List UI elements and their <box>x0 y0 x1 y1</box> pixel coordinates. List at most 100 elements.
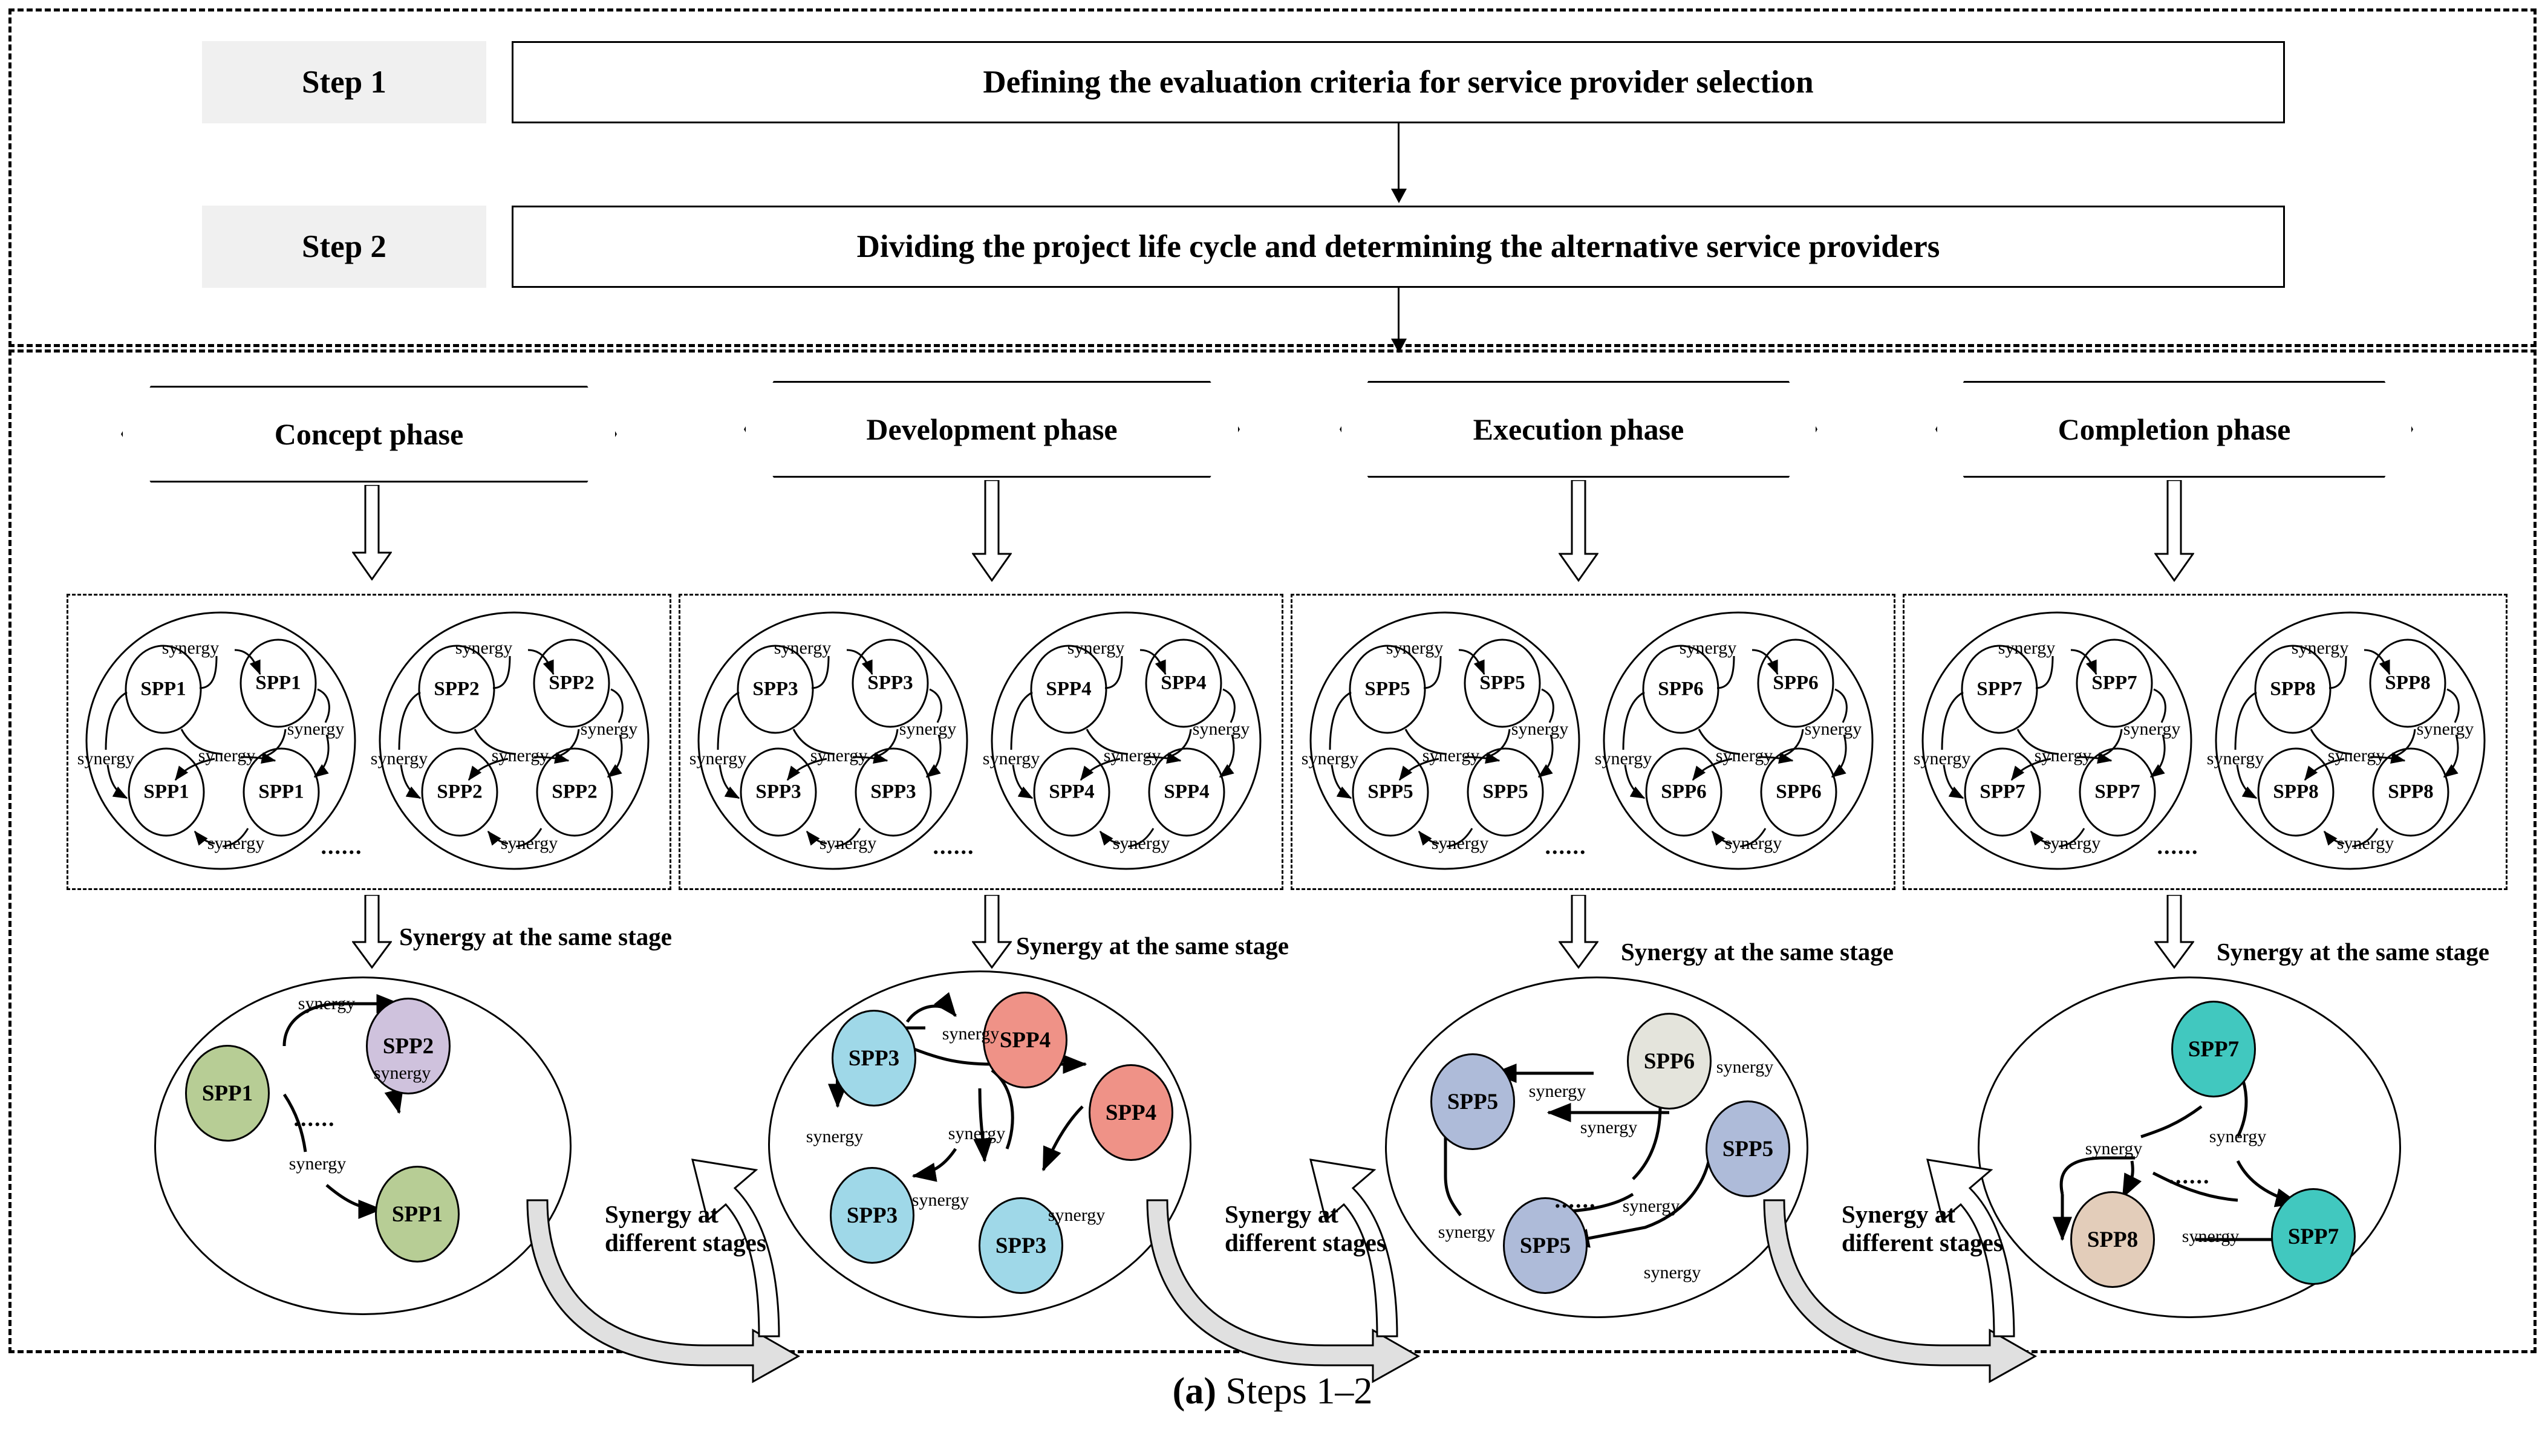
synergy-label: synergy <box>1431 833 1489 853</box>
caption-prefix: (a) <box>1172 1371 1216 1412</box>
summary-node-development-3: SPP4 <box>1089 1064 1173 1161</box>
synergy-label: synergy <box>2209 1126 2267 1146</box>
block-arrow-execution-down <box>1559 480 1598 582</box>
synergy-label: synergy <box>899 719 957 739</box>
summary-node-development-1: SPP3 <box>832 1010 916 1107</box>
ellipsis: ...... <box>1545 834 1587 859</box>
cluster-node-label: SPP2 <box>549 672 595 694</box>
summary-node-label: SPP5 <box>1722 1136 1774 1162</box>
synergy-label: synergy <box>1679 638 1737 658</box>
cluster-node-label: SPP1 <box>258 781 304 803</box>
diff-stage-line1: Synergy at <box>1225 1200 1338 1228</box>
synergy-label: synergy <box>1528 1081 1586 1101</box>
summary-node-completion-2: SPP8 <box>2070 1191 2155 1288</box>
cluster-node-label: SPP3 <box>867 672 913 694</box>
ellipsis: ...... <box>1554 1188 1597 1213</box>
summary-node-concept-1: SPP1 <box>185 1045 270 1142</box>
synergy-label: synergy <box>298 993 356 1013</box>
cluster-node-label: SPP5 <box>1364 678 1410 700</box>
ellipsis: ...... <box>293 1106 336 1131</box>
same-stage-caption-completion: Synergy at the same stage <box>2217 938 2489 966</box>
synergy-label: synergy <box>942 1024 1000 1044</box>
diff-stage-line2: different stages <box>605 1229 766 1257</box>
summary-node-execution-3: SPP5 <box>1706 1100 1790 1197</box>
synergy-label: synergy <box>287 719 345 739</box>
synergy-label: synergy <box>1103 746 1161 765</box>
synergy-label: synergy <box>1192 719 1250 739</box>
synergy-label: synergy <box>911 1190 969 1210</box>
synergy-label: synergy <box>1724 833 1782 853</box>
cluster-node-label: SPP4 <box>1161 672 1207 694</box>
cluster-node-label: SPP2 <box>552 781 598 803</box>
cluster-node-label: SPP1 <box>255 672 301 694</box>
block-arrow-development-down <box>972 480 1012 582</box>
step-2-label: Step 2 <box>202 206 486 288</box>
cluster-node-label: SPP5 <box>1479 672 1525 694</box>
synergy-label: synergy <box>774 638 832 658</box>
synergy-label: synergy <box>1622 1196 1680 1216</box>
synergy-label: synergy <box>2327 746 2385 765</box>
synergy-label: synergy <box>689 749 747 769</box>
phase-banner-execution: Execution phase <box>1340 381 1817 478</box>
cluster-box-completion <box>1903 594 2508 890</box>
synergy-label: synergy <box>1715 746 1773 765</box>
cluster-node-label: SPP7 <box>2091 672 2137 694</box>
summary-node-label: SPP7 <box>2188 1036 2240 1062</box>
synergy-label: synergy <box>2291 638 2349 658</box>
synergy-label: synergy <box>491 746 549 765</box>
cluster-node-label: SPP6 <box>1776 781 1822 803</box>
synergy-label: synergy <box>2085 1139 2143 1159</box>
synergy-label: synergy <box>2206 749 2264 769</box>
step1-to-step2-line <box>1398 123 1400 191</box>
synergy-label: synergy <box>1301 749 1359 769</box>
summary-node-label: SPP4 <box>1105 1100 1157 1125</box>
synergy-label: synergy <box>2416 719 2474 739</box>
synergy-label: synergy <box>580 719 638 739</box>
cluster-box-execution <box>1291 594 1895 890</box>
cluster-node-label: SPP8 <box>2385 672 2431 694</box>
summary-node-label: SPP1 <box>201 1081 253 1106</box>
summary-node-development-4: SPP3 <box>830 1167 914 1264</box>
cluster-node-label: SPP6 <box>1661 781 1707 803</box>
summary-node-completion-3: SPP7 <box>2271 1188 2356 1285</box>
cluster-node-label: SPP1 <box>143 781 189 803</box>
ellipsis: ...... <box>2168 1163 2211 1189</box>
synergy-label: synergy <box>1580 1117 1638 1137</box>
summary-node-label: SPP3 <box>846 1203 898 1228</box>
summary-node-label: SPP1 <box>391 1201 443 1227</box>
phase-banner-development: Development phase <box>744 381 1240 478</box>
summary-node-completion-1: SPP7 <box>2171 1001 2256 1097</box>
block-arrow-concept-down <box>352 485 392 580</box>
cluster-node-label: SPP5 <box>1367 781 1413 803</box>
synergy-label: synergy <box>198 746 256 765</box>
synergy-label: synergy <box>982 749 1040 769</box>
cluster-node-label: SPP7 <box>1980 781 2025 803</box>
cluster-node-label: SPP8 <box>2270 678 2316 700</box>
synergy-label: synergy <box>2034 746 2092 765</box>
summary-node-development-2: SPP4 <box>983 992 1067 1088</box>
cluster-node-label: SPP2 <box>437 781 483 803</box>
cluster-node-label: SPP3 <box>870 781 916 803</box>
summary-ellipse-concept <box>154 977 572 1315</box>
cluster-node-label: SPP3 <box>755 781 801 803</box>
synergy-label: synergy <box>1048 1205 1106 1225</box>
synergy-label: synergy <box>1067 638 1125 658</box>
summary-node-label: SPP7 <box>2287 1224 2339 1249</box>
cluster-node-label: SPP7 <box>2094 781 2140 803</box>
summary-node-label: SPP8 <box>2087 1227 2139 1252</box>
block-arrow-concept-summary <box>352 895 392 969</box>
block-arrow-completion-down <box>2154 480 2194 582</box>
cluster-node-label: SPP4 <box>1049 781 1095 803</box>
synergy-label: synergy <box>207 833 265 853</box>
block-arrow-execution-summary <box>1559 895 1598 969</box>
synergy-label: synergy <box>1998 638 2056 658</box>
step-1-box: Defining the evaluation criteria for ser… <box>512 41 2285 123</box>
steps-panel <box>8 8 2537 347</box>
cluster-node-label: SPP8 <box>2273 781 2319 803</box>
different-stage-caption-3: Synergy at different stages <box>1842 1200 2003 1257</box>
summary-node-label: SPP5 <box>1447 1089 1499 1114</box>
synergy-label: synergy <box>2336 833 2394 853</box>
same-stage-caption-concept: Synergy at the same stage <box>399 923 672 951</box>
summary-node-label: SPP2 <box>382 1033 434 1059</box>
